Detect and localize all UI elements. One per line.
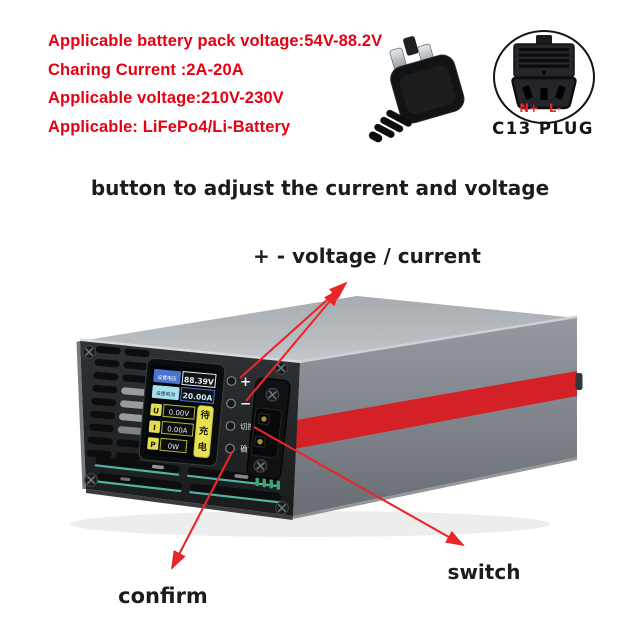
spec-battery-type: Applicable: LiFePo4/Li-Battery [48,117,291,136]
corner-screw [83,472,99,488]
corner-screw [274,500,290,516]
side-tab [575,373,583,390]
screen-p-value: 0W [167,442,179,451]
c13-plug-icon [493,30,595,124]
screen-i-label: I [153,423,157,432]
adjust-caption: button to adjust the current and voltage [90,176,550,200]
charger-side-panel [293,318,583,519]
status-char: 待 [200,409,211,422]
vent-grille-left [86,345,150,461]
spec-charging-current: Charing Current :2A-20A [48,60,244,79]
switch-annotation-label: switch [447,560,521,584]
spec-input-voltage: Applicable voltage:210V-230V [48,89,284,107]
arrow-to-confirm [171,451,233,570]
status-char: 充 [198,425,209,438]
minus-button-label: − [240,396,251,412]
toggle-button: 切换 [225,421,255,431]
ground-shadow [70,511,550,537]
arrow-to-switch [253,426,465,547]
toggle-button-label: 切换 [240,422,254,431]
screen-set-voltage-value: 88.39V [184,375,215,387]
spec-list: Applicable battery pack voltage:54V-88.2… [48,27,382,141]
corner-screw [81,344,97,360]
arrow-to-voltage-current-minus [245,287,342,402]
red-stripe [294,371,577,449]
screen-set-current-label: 设置电流 [156,390,176,399]
screen-set-voltage-label: 设置电压 [157,374,177,383]
screen-p-label: P [150,440,157,450]
vent-pins [255,477,280,490]
uk-plug-icon [368,36,465,143]
screen-set-current-value: 20.00A [182,391,213,403]
confirm-annotation-label: confirm [118,584,208,608]
confirm-button: 确认 [225,443,255,454]
minus-button: − [226,396,251,412]
status-char: 电 [197,441,208,454]
c13-plug-title: C13 PLUG [492,119,594,138]
plus-button-label: + [240,374,251,390]
c13-l-terminal-label: L- [548,101,562,115]
c13-n-terminal-label: N+ [519,101,539,115]
screen-u-label: U [153,406,160,416]
voltage-current-label: + - voltage / current [253,244,481,268]
confirm-button-label: 确认 [240,445,254,454]
plus-button: + [226,374,251,390]
spec-voltage-range: Applicable battery pack voltage:54V-88.2… [48,32,383,50]
annotation-arrows [171,281,465,570]
lcd-screen: 设置电压 88.39V 设置电流 20.00A U 0.00V I 0.00A … [138,357,226,467]
screen-u-value: 0.00V [168,408,189,418]
status-badge [193,405,214,458]
output-connector [246,377,291,480]
screen-i-value: 0.00A [167,425,188,435]
